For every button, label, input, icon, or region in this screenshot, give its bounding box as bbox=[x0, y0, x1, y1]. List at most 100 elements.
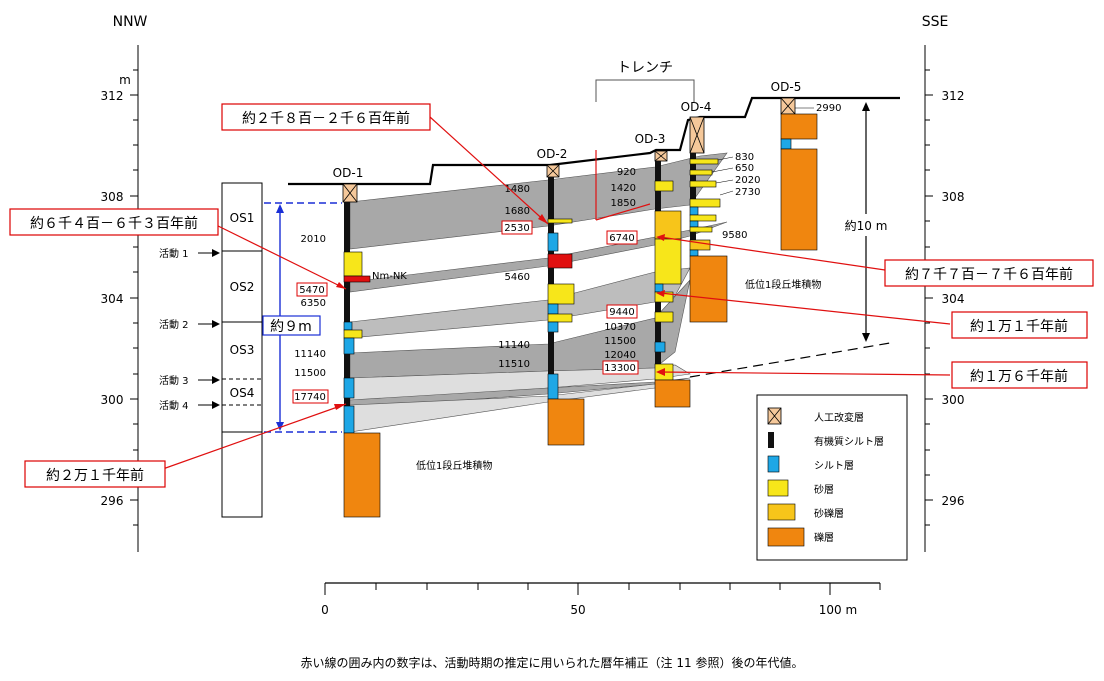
legend-label-silt: シルト層 bbox=[814, 460, 854, 472]
callout-5-text: 約１万６千年前 bbox=[970, 368, 1068, 385]
event-label-3: 活動 3 bbox=[159, 374, 189, 387]
legend-label-sand: 砂層 bbox=[814, 483, 834, 496]
callout-6: 約２万１千年前 bbox=[24, 460, 166, 488]
callout-arrowheads bbox=[334, 214, 665, 410]
distance-scale: 0 50 100 m bbox=[321, 582, 881, 617]
legend-label-organic-silt: 有機質シルト層 bbox=[814, 435, 884, 448]
legend-label-artificial: 人工改変層 bbox=[814, 411, 864, 424]
od2-age-11510: 11510 bbox=[498, 359, 530, 370]
od4-age-2020: 2020 bbox=[735, 175, 760, 186]
right-elevation-tick-300: 300 bbox=[942, 393, 965, 407]
elevation-tick-300: 300 bbox=[101, 393, 124, 407]
thickness-9m-dimension: 約９m bbox=[262, 202, 342, 433]
od1-boxed-age-5470: 5470 bbox=[299, 285, 324, 296]
distance-tick-50: 50 bbox=[570, 603, 585, 617]
borehole-od1-label: OD-1 bbox=[333, 166, 364, 180]
callout-3-text: 約７千７百－７千６百年前 bbox=[905, 266, 1073, 283]
od1-age-6350: 6350 bbox=[301, 298, 326, 309]
unit-os3: OS3 bbox=[230, 343, 255, 357]
od1-age-11500: 11500 bbox=[294, 368, 326, 379]
callout-2-text: 約６千４百－６千３百年前 bbox=[30, 215, 198, 232]
callout-5: 約１万６千年前 bbox=[951, 361, 1088, 389]
elevation-tick-308: 308 bbox=[101, 190, 124, 204]
borehole-od5-label: OD-5 bbox=[771, 80, 802, 94]
legend-item-sandy-gravel: 砂礫層 bbox=[767, 503, 844, 521]
od3-boxed-age-6740: 6740 bbox=[609, 233, 634, 244]
unit-os4: OS4 bbox=[230, 386, 255, 400]
borehole-od5: OD-5 2990 bbox=[771, 80, 841, 251]
od3-boxed-age-13300: 13300 bbox=[604, 363, 636, 374]
callout-4: 約１万１千年前 bbox=[951, 311, 1088, 339]
od3-age-1420: 1420 bbox=[611, 183, 636, 194]
borehole-od4: OD-4 830 650 2020 2730 9580 bbox=[681, 100, 760, 323]
legend-item-gravel: 礫層 bbox=[767, 527, 834, 547]
borehole-od4-label: OD-4 bbox=[681, 100, 712, 114]
od2-age-1680: 1680 bbox=[505, 206, 530, 217]
callout-lines bbox=[159, 116, 951, 471]
callout-1: 約２千８百－２千６百年前 bbox=[221, 103, 431, 131]
borehole-od3-label: OD-3 bbox=[635, 132, 666, 146]
legend-item-silt: シルト層 bbox=[767, 455, 854, 473]
od3-age-10370: 10370 bbox=[604, 322, 636, 333]
unit-column: OS1 OS2 OS3 OS4 bbox=[221, 182, 263, 518]
od1-age-11140: 11140 bbox=[294, 349, 326, 360]
ground-surface-line bbox=[288, 96, 900, 186]
unit-os2: OS2 bbox=[230, 280, 255, 294]
elevation-tick-312: 312 bbox=[101, 89, 124, 103]
callout-4-text: 約１万１千年前 bbox=[970, 318, 1068, 335]
od2-age-11140: 11140 bbox=[498, 340, 530, 351]
legend: 人工改変層 有機質シルト層 シルト層 砂層 砂礫層 礫層 bbox=[756, 394, 908, 561]
distance-tick-100: 100 m bbox=[819, 603, 857, 617]
od3-age-12040: 12040 bbox=[604, 350, 636, 361]
od4-age-650: 650 bbox=[735, 163, 754, 174]
callout-1-text: 約２千８百－２千６百年前 bbox=[242, 110, 410, 127]
thickness-10m-dimension: 約10 m bbox=[842, 102, 890, 342]
trench-label: トレンチ bbox=[617, 60, 673, 76]
trench-bracket: トレンチ bbox=[595, 60, 695, 102]
thickness-9m-label: 約９m bbox=[270, 319, 312, 335]
direction-label-nnw: NNW bbox=[113, 14, 148, 30]
legend-item-organic-silt: 有機質シルト層 bbox=[768, 432, 884, 448]
od4-age-9580: 9580 bbox=[722, 230, 747, 241]
projection-dashed-line bbox=[689, 342, 891, 378]
unit-os1: OS1 bbox=[230, 211, 255, 225]
od4-age-830: 830 bbox=[735, 152, 754, 163]
od3-age-920: 920 bbox=[617, 167, 636, 178]
od3-boxed-age-9440: 9440 bbox=[609, 307, 634, 318]
od2-age-1480: 1480 bbox=[505, 184, 530, 195]
borehole-od2: OD-2 1480 1680 5460 11140 11510 2530 bbox=[498, 147, 585, 446]
right-elevation-axis: 312 308 304 300 296 bbox=[924, 45, 965, 552]
od3-age-1850: 1850 bbox=[611, 198, 636, 209]
callout-2: 約６千４百－６千３百年前 bbox=[9, 208, 219, 236]
legend-label-gravel: 礫層 bbox=[814, 531, 834, 544]
callout-3: 約７千７百－７千６百年前 bbox=[884, 259, 1094, 287]
right-elevation-tick-296: 296 bbox=[942, 494, 965, 508]
band-os1 bbox=[349, 152, 728, 250]
thickness-10m-label: 約10 m bbox=[845, 218, 888, 233]
od1-age-2010: 2010 bbox=[301, 234, 326, 245]
elevation-unit-label: m bbox=[119, 73, 131, 87]
distance-tick-0: 0 bbox=[321, 603, 329, 617]
right-elevation-tick-312: 312 bbox=[942, 89, 965, 103]
od1-boxed-age-17740: 17740 bbox=[294, 392, 326, 403]
legend-item-artificial: 人工改変層 bbox=[767, 407, 864, 425]
terrace-deposit-label-left: 低位1段丘堆積物 bbox=[416, 459, 492, 472]
event-labels: 活動 1 活動 2 活動 3 活動 4 bbox=[159, 247, 220, 412]
legend-label-sandy-gravel: 砂礫層 bbox=[814, 507, 844, 520]
event-label-1: 活動 1 bbox=[159, 247, 189, 260]
legend-item-sand: 砂層 bbox=[767, 479, 834, 497]
correlation-bands bbox=[349, 152, 728, 433]
right-elevation-tick-308: 308 bbox=[942, 190, 965, 204]
elevation-tick-304: 304 bbox=[101, 292, 124, 306]
od4-age-2730: 2730 bbox=[735, 187, 760, 198]
od5-age-2990: 2990 bbox=[816, 103, 841, 114]
tephra-label: Nm-NK bbox=[372, 271, 407, 282]
figure-caption: 赤い線の囲み内の数字は、活動時期の推定に用いられた暦年補正（注 11 参照）後の… bbox=[301, 655, 804, 670]
right-elevation-tick-304: 304 bbox=[942, 292, 965, 306]
borehole-od2-label: OD-2 bbox=[537, 147, 568, 161]
terrace-deposit-label-right: 低位1段丘堆積物 bbox=[745, 278, 821, 291]
direction-label-sse: SSE bbox=[922, 14, 949, 30]
callout-6-text: 約２万１千年前 bbox=[46, 467, 144, 484]
elevation-tick-296: 296 bbox=[101, 494, 124, 508]
